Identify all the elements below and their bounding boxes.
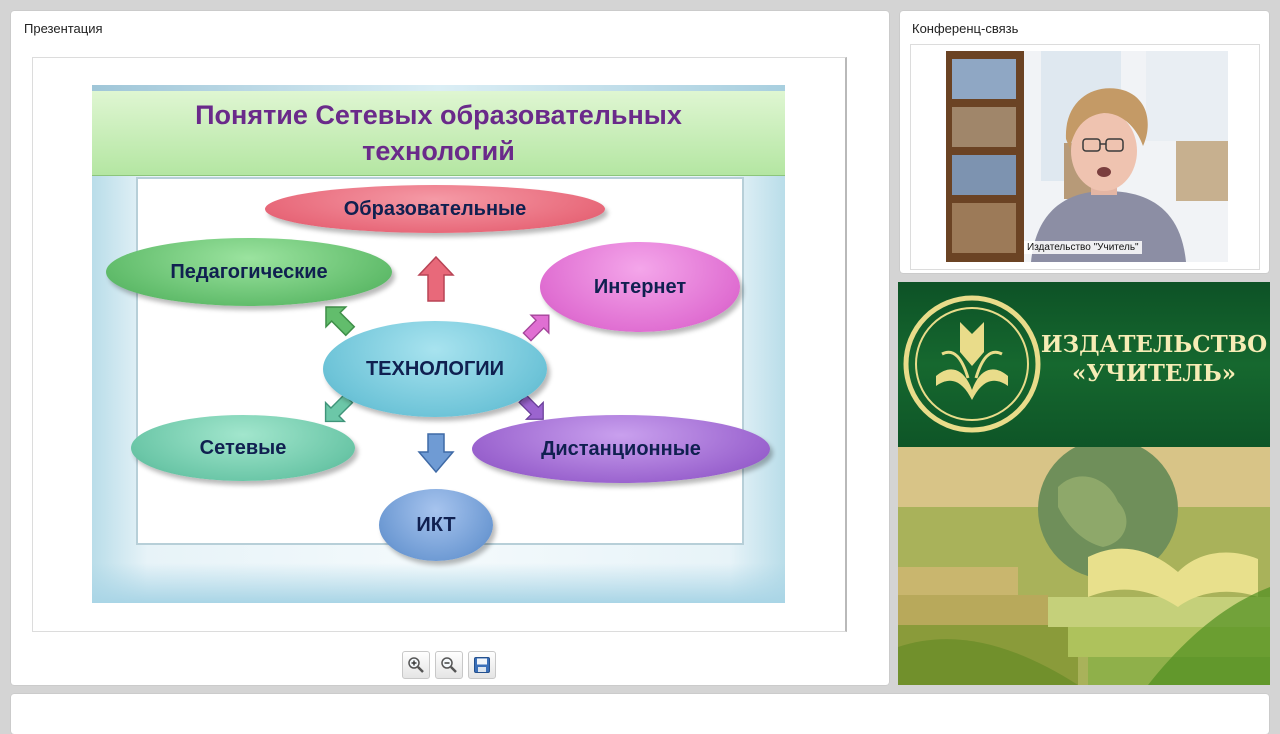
node-obrazovatelnye-label: Образовательные [343,197,527,220]
zoom-out-button[interactable] [435,651,463,679]
save-button[interactable] [468,651,496,679]
node-ikt: ИКТ [379,489,493,561]
slide-title-text: Понятие Сетевых образовательных технолог… [195,100,682,166]
node-ikt-label: ИКТ [416,513,456,536]
publisher-name: ИЗДАТЕЛЬСТВО «УЧИТЕЛЬ» [1038,330,1270,388]
slide-bottom-decor [92,563,785,603]
node-distancionnye-label: Дистанционные [541,437,701,460]
slide-title: Понятие Сетевых образовательных технолог… [92,91,785,176]
node-technologii-label: ТЕХНОЛОГИИ [365,357,505,380]
node-pedagogicheskie: Педагогические [106,238,392,306]
bottom-panel [11,694,1269,734]
conference-panel-title: Конференц-связь [912,21,1019,36]
publisher-name-line1: ИЗДАТЕЛЬСТВО [1040,331,1268,358]
node-setevye: Сетевые [131,415,355,481]
node-obrazovatelnye: Образовательные [265,185,605,233]
publisher-logo-icon [903,295,1041,433]
video-feed[interactable]: Издательство "Учитель" [946,51,1228,262]
zoom-out-icon [441,657,457,673]
banner-image [898,447,1270,685]
slide-viewport: Понятие Сетевых образовательных технолог… [32,57,847,632]
publisher-name-line2: «УЧИТЕЛЬ» [1071,360,1237,387]
node-technologii: ТЕХНОЛОГИИ [323,321,547,417]
save-icon [474,657,490,673]
node-internet: Интернет [540,242,740,332]
slide: Понятие Сетевых образовательных технолог… [92,85,785,603]
arrow-down-icon [417,432,455,474]
arrow-up-icon [417,255,455,303]
participant-name: Издательство "Учитель" [1024,241,1142,254]
node-pedagogicheskie-label: Педагогические [170,260,328,283]
zoom-in-icon [408,657,424,673]
zoom-in-button[interactable] [402,651,430,679]
node-internet-label: Интернет [593,275,687,298]
arrow-upleft-icon [318,299,358,339]
presentation-panel: Презентация Понятие Сетевых образователь… [11,11,889,685]
speaker-video-image [946,51,1228,262]
publisher-banner: ИЗДАТЕЛЬСТВО «УЧИТЕЛЬ» [898,282,1270,685]
presentation-panel-title: Презентация [24,21,103,36]
video-container: Издательство "Учитель" [910,44,1260,270]
node-setevye-label: Сетевые [199,436,287,459]
banner-header: ИЗДАТЕЛЬСТВО «УЧИТЕЛЬ» [898,282,1270,447]
books-globe-image [898,447,1270,685]
node-distancionnye: Дистанционные [472,415,770,483]
arrow-upright-icon [520,307,556,345]
conference-panel: Конференц-связь [900,11,1269,273]
